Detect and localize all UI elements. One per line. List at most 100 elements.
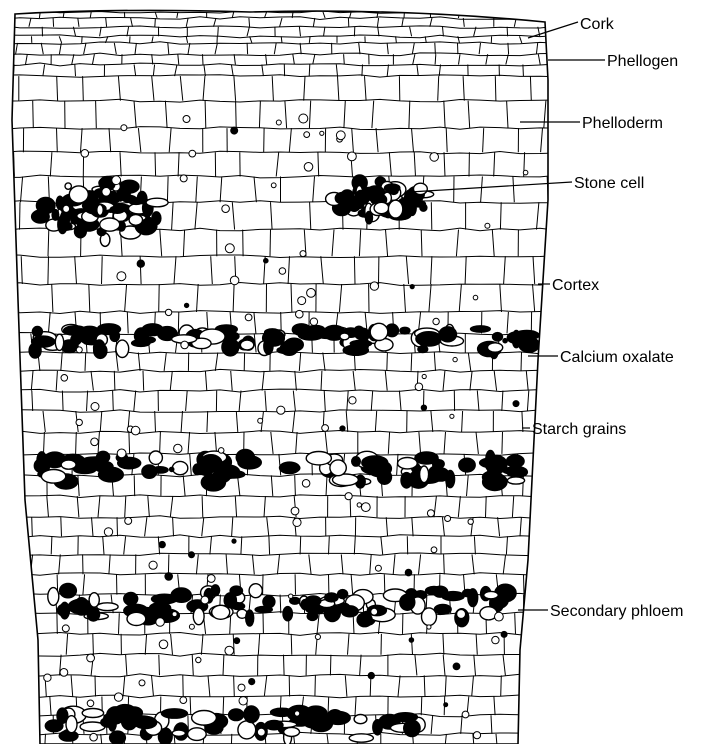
cell-wall	[559, 634, 561, 655]
cell-wall	[419, 432, 421, 454]
grain-dot	[501, 631, 507, 637]
stone-cell-fragment	[355, 328, 370, 340]
cell-wall	[444, 432, 446, 454]
cell-wall	[346, 411, 348, 432]
cell-wall	[172, 202, 174, 229]
cell-wall	[72, 54, 74, 64]
cell-wall	[155, 152, 156, 176]
grain-dot	[159, 640, 168, 649]
stone-cell-fragment	[229, 709, 244, 721]
stone-cell-fragment	[330, 460, 346, 476]
cell-wall	[18, 411, 19, 432]
grain-dot	[139, 680, 145, 686]
cell-wall	[513, 177, 514, 203]
grain-dot	[189, 552, 195, 558]
cell-wall	[168, 554, 169, 574]
cell-wall	[477, 391, 479, 411]
cell-wall	[299, 353, 300, 371]
cell-wall	[496, 734, 498, 744]
cell-wall	[78, 18, 79, 27]
cell-wall	[134, 65, 136, 77]
cell-wall	[402, 18, 404, 27]
cell-wall	[430, 18, 432, 27]
cell-wall	[271, 475, 273, 496]
cell-wall	[546, 353, 548, 371]
cell-wall	[247, 27, 249, 37]
grain-dot	[174, 444, 182, 452]
cell-wall	[190, 454, 192, 475]
grain-dot	[370, 282, 378, 290]
cell-wall	[258, 634, 259, 655]
stone-cell-fragment	[114, 705, 137, 720]
cell-wall	[371, 391, 373, 411]
grain-dot	[165, 573, 173, 581]
cell-wall	[293, 391, 295, 411]
cell-wall	[81, 128, 83, 152]
cell-wall	[462, 411, 463, 432]
label-calcium-oxalate: Calcium oxalate	[560, 349, 674, 366]
stone-cell-fragment	[149, 451, 162, 464]
cell-wall	[264, 496, 265, 517]
stone-cell-fragment	[32, 327, 42, 337]
grain-dot	[207, 575, 215, 583]
cell-wall	[398, 675, 400, 696]
cell-wall	[51, 536, 52, 554]
grain-dot	[238, 684, 245, 691]
stone-cell-fragment	[292, 324, 310, 336]
stone-cell-fragment	[280, 462, 300, 473]
stone-cell-fragment	[315, 328, 338, 338]
cell-wall	[208, 675, 210, 696]
cell-wall	[523, 734, 525, 744]
grain-dot	[218, 448, 224, 454]
cell-wall	[26, 54, 28, 64]
cell-wall	[525, 12, 526, 18]
cell-wall	[91, 371, 93, 391]
cell-wall	[434, 353, 435, 371]
cell-wall	[18, 432, 20, 454]
cell-wall	[0, 613, 2, 634]
label-cortex: Cortex	[552, 277, 599, 294]
cell-wall	[295, 475, 296, 496]
cell-wall	[7, 12, 8, 18]
cell-wall	[181, 411, 182, 432]
grain-dot	[320, 131, 324, 135]
grain-dot	[450, 414, 454, 418]
cell-wall	[231, 65, 233, 77]
cell-wall	[241, 536, 242, 554]
stone-cell-fragment	[82, 709, 103, 718]
cell-wall	[377, 18, 378, 27]
grain-dot	[87, 700, 94, 707]
cell-wall	[47, 496, 49, 517]
cell-wall	[152, 76, 154, 101]
stone-cell-fragment	[142, 465, 157, 478]
grain-dot	[137, 260, 144, 267]
cell-wall	[83, 574, 85, 594]
label-cork: Cork	[580, 16, 615, 33]
cell-wall	[444, 152, 445, 176]
grain-dot	[492, 636, 499, 643]
cell-wall	[26, 613, 28, 634]
grain-dot	[271, 183, 276, 188]
cell-wall	[178, 152, 179, 176]
grain-dot	[453, 357, 457, 361]
cell-wall	[89, 284, 90, 312]
grain-dot	[149, 561, 157, 569]
cell-wall	[29, 574, 30, 594]
cell-wall	[35, 634, 36, 655]
cell-wall	[100, 411, 102, 432]
grain-dot	[277, 406, 285, 414]
cell-wall	[435, 54, 436, 64]
grain-dot	[180, 697, 187, 704]
cell-wall	[41, 43, 43, 54]
grain-dot	[121, 125, 127, 131]
stone-cell-fragment	[284, 727, 300, 736]
cell-wall	[370, 554, 372, 574]
cell-wall	[186, 18, 188, 27]
grain-dot	[304, 163, 313, 172]
stone-cell-fragment	[200, 455, 222, 472]
grain-dot	[421, 405, 426, 410]
stone-cell-fragment	[515, 331, 540, 340]
stone-cell-fragment	[89, 593, 99, 607]
stone-cell	[65, 183, 71, 189]
cell-wall	[347, 391, 348, 411]
